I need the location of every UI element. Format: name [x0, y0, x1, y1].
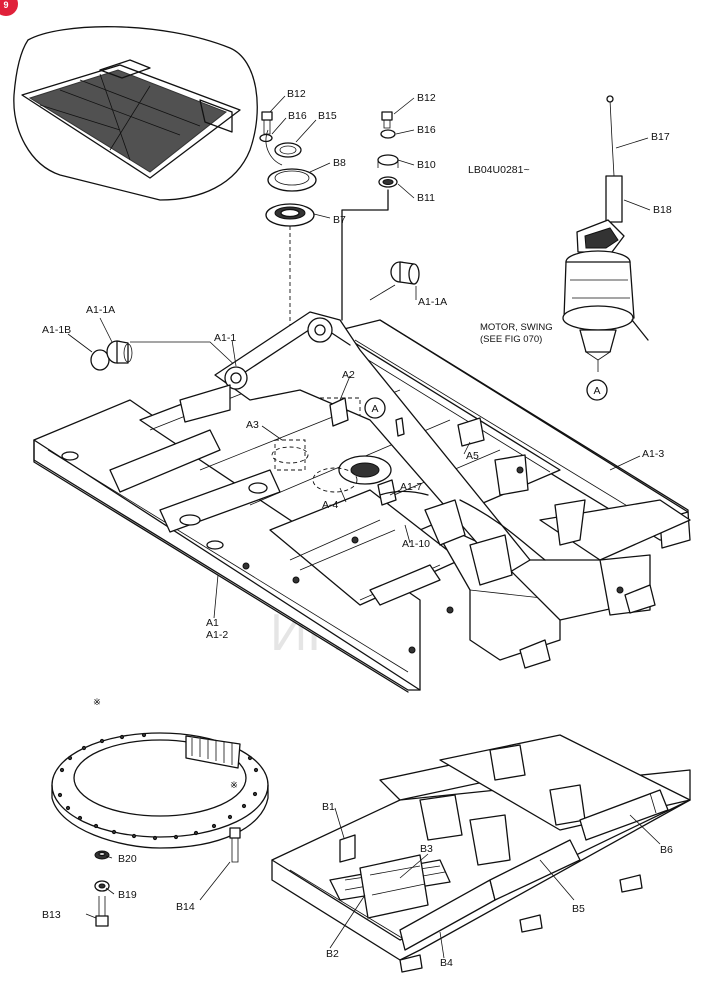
page-badge: 9 [0, 0, 18, 16]
slew-hardware-right [341, 111, 399, 321]
label-b4: B4 [440, 957, 453, 969]
frame-detail [271, 734, 691, 973]
part-labels: B12 B16 B15 B8 B7 B12 B16 B10 B11 LB04U0… [42, 88, 673, 969]
pin-and-bushing-left [90, 340, 241, 371]
label-b6: B6 [660, 844, 673, 856]
label-b7: B7 [333, 214, 346, 226]
label-b3: B3 [420, 843, 433, 855]
svg-text:9: 9 [3, 0, 8, 10]
leader-lines [67, 95, 661, 959]
frame-overview-inset [13, 26, 258, 201]
label-b12-right: B12 [417, 92, 436, 104]
label-b1: B1 [322, 801, 335, 813]
label-a4: A-4 [322, 499, 339, 511]
label-b14: B14 [176, 901, 195, 913]
label-a1-10: A1-10 [402, 538, 430, 550]
label-a1-2: A1-2 [206, 629, 228, 641]
label-b16-right: B16 [417, 124, 436, 136]
label-motor-line1: MOTOR, SWING [480, 322, 553, 333]
label-a1: A1 [206, 617, 219, 629]
label-a3: A3 [246, 419, 259, 431]
label-a1-1b: A1-1B [42, 324, 71, 336]
label-b17: B17 [651, 131, 670, 143]
label-a2: A2 [342, 369, 355, 381]
label-a1-1: A1-1 [214, 332, 236, 344]
svg-text:A: A [371, 403, 378, 415]
swing-motor [562, 95, 649, 372]
slew-hardware-left [259, 111, 317, 452]
svg-text:A: A [593, 385, 600, 397]
label-a1-1a-right: A1-1A [418, 296, 447, 308]
svg-text:※: ※ [230, 780, 238, 791]
label-a1-3: A1-3 [642, 448, 664, 460]
main-frame [33, 311, 691, 693]
label-b19: B19 [118, 889, 137, 901]
label-b16-left: B16 [288, 110, 307, 122]
label-a1-7: A1-7 [400, 481, 422, 493]
svg-text:※: ※ [93, 697, 101, 708]
label-b20: B20 [118, 853, 137, 865]
label-b11: B11 [417, 192, 435, 204]
label-motor-line2: (SEE FIG 070) [480, 334, 542, 345]
label-a5: A5 [466, 450, 479, 462]
label-serial: LB04U0281~ [468, 164, 530, 176]
label-b12-left: B12 [287, 88, 306, 100]
ring-bolt-holes [57, 732, 259, 841]
label-b10: B10 [417, 159, 436, 171]
swing-bearing-ring: ※ ※ [51, 697, 269, 927]
label-a1-1a-left: A1-1A [86, 304, 115, 316]
label-b13: B13 [42, 909, 61, 921]
label-b18: B18 [653, 204, 672, 216]
bushing-a1-1a-right [369, 261, 420, 301]
label-b2: B2 [326, 948, 339, 960]
callout-marker-frame: A [364, 397, 386, 419]
callout-marker-motor: A [586, 379, 608, 401]
label-b15: B15 [318, 110, 337, 122]
label-b5: B5 [572, 903, 585, 915]
label-b8: B8 [333, 157, 346, 169]
